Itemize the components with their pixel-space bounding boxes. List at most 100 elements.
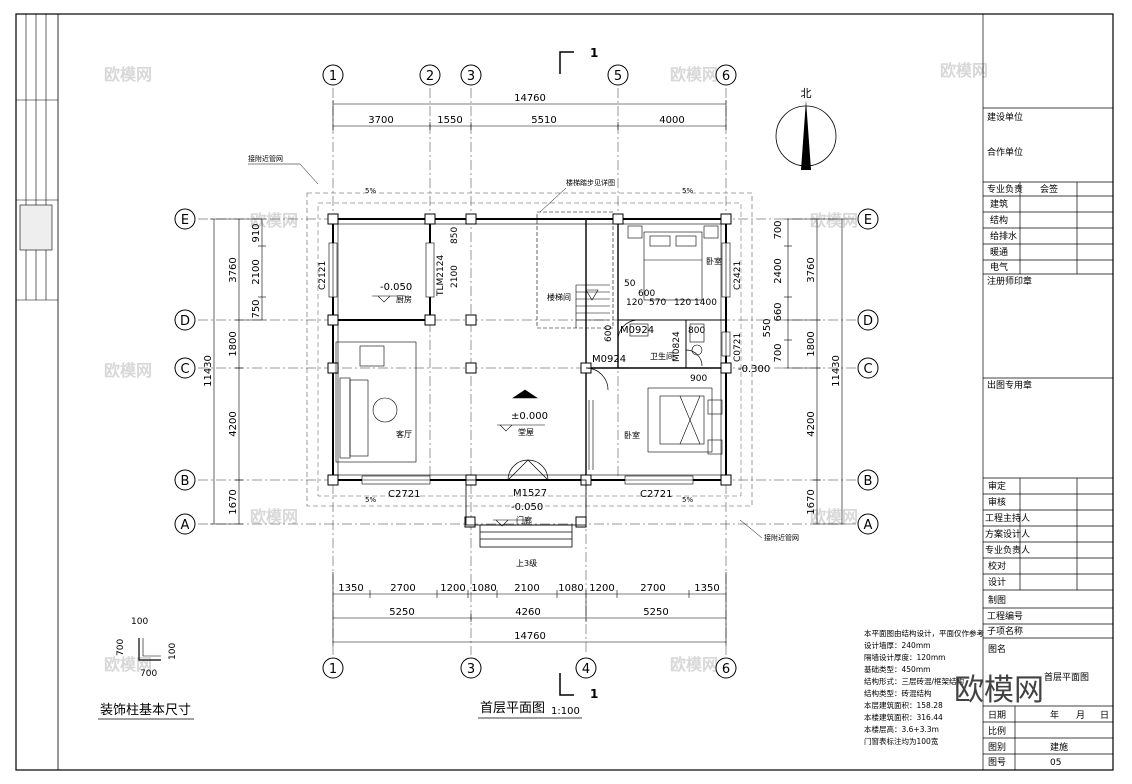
dim-left-seg: 1670 xyxy=(228,489,239,514)
tb-text: 审定 xyxy=(988,480,1006,492)
tb-text: 05 xyxy=(1050,758,1061,768)
svg-text:1: 1 xyxy=(329,662,337,677)
dim-right-seg: 3760 xyxy=(806,257,817,282)
drawing-scale: 1:100 xyxy=(551,706,580,717)
watermarks: 欧模网 欧模网 欧模网 欧模网 欧模网 欧模网 欧模网 欧模网 欧模网 欧模网 xyxy=(104,61,988,674)
tb-text: 结构 xyxy=(990,214,1008,226)
svg-text:欧模网: 欧模网 xyxy=(940,61,988,80)
door-label: M0824 xyxy=(672,331,682,362)
svg-text:3: 3 xyxy=(467,662,475,677)
main-door xyxy=(507,459,549,481)
tb-drawing-name: 首层平面图 xyxy=(1044,671,1089,683)
dim-label: 900 xyxy=(690,374,707,384)
tb-text: 图别 xyxy=(988,742,1006,753)
dims-top xyxy=(332,100,727,130)
dim-bottom-seg: 2100 xyxy=(514,583,539,594)
tb-text: 子项名称 xyxy=(987,625,1023,637)
dim-bottom-seg: 2700 xyxy=(390,583,415,594)
dim-top-seg: 4000 xyxy=(659,115,684,126)
stairs xyxy=(536,211,614,470)
binding-strip xyxy=(16,14,58,301)
tb-text: 校对 xyxy=(988,560,1006,572)
window-label: TLM2124 xyxy=(436,255,446,297)
svg-text:设计墙厚：240mm: 设计墙厚：240mm xyxy=(864,640,930,650)
tb-text: 制图 xyxy=(988,594,1006,606)
dim-bottom-seg: 1200 xyxy=(440,583,465,594)
detail-dim: 100 xyxy=(168,643,178,660)
axis-bubbles-left: E D C B A xyxy=(174,208,196,535)
slope-label: 5% xyxy=(682,187,693,195)
tb-text: 月 xyxy=(1076,710,1085,721)
svg-text:欧模网: 欧模网 xyxy=(810,211,858,230)
tb-text: 会签 xyxy=(1040,183,1058,195)
axis-bubbles-top: 1 2 3 5 6 xyxy=(322,64,737,86)
svg-text:C: C xyxy=(863,362,872,377)
stair-note: 楼梯踏步见详图 xyxy=(566,178,615,187)
tb-text: 图号 xyxy=(988,757,1006,768)
svg-text:本楼建筑面积：316.44: 本楼建筑面积：316.44 xyxy=(864,712,943,722)
tb-text: 专业负责 xyxy=(987,183,1023,195)
section-mark-top: 1 xyxy=(590,46,598,60)
svg-text:2: 2 xyxy=(426,69,434,84)
dim-bottom-seg2: 4260 xyxy=(515,607,540,618)
room-living: 客厅 xyxy=(396,429,412,439)
dim-right-inner: 700 xyxy=(773,343,784,362)
dim-label: 2100 xyxy=(450,265,460,288)
dim-bottom-total: 14760 xyxy=(514,631,546,642)
dim-bottom-seg2: 5250 xyxy=(643,607,668,618)
dim-label: 850 xyxy=(450,227,460,244)
walls xyxy=(332,218,727,481)
tb-text: 注册师印章 xyxy=(987,275,1032,287)
north-label: 北 xyxy=(801,87,812,100)
dim-right-seg: 4200 xyxy=(806,411,817,436)
svg-text:欧模网: 欧模网 xyxy=(810,507,858,526)
dim-right-inner: 660 xyxy=(773,302,784,321)
design-notes: 本平面图由结构设计，平面仅作参考 设计墙厚：240mm 隔墙设计厚度：120mm… xyxy=(864,628,984,746)
dims-bottom xyxy=(332,572,727,646)
axis-bubbles-bottom: 1 3 4 6 xyxy=(322,657,737,679)
window-label: C2721 xyxy=(388,489,420,500)
window-label: C2121 xyxy=(318,261,328,290)
column-detail xyxy=(138,638,161,661)
elevation-markers xyxy=(372,295,545,527)
dim-top-seg: 1550 xyxy=(437,115,462,126)
tb-text: 日期 xyxy=(988,710,1006,721)
tb-text: 比例 xyxy=(988,725,1006,737)
window-label: C2421 xyxy=(733,261,743,290)
room-kitchen: 厨房 xyxy=(396,294,412,304)
sheet-border xyxy=(15,13,1114,771)
dim-right-inner: 700 xyxy=(773,220,784,239)
apron-inner xyxy=(317,202,742,497)
slope-label: 5% xyxy=(365,187,376,195)
room-bedroom2: 卧室 xyxy=(624,430,640,440)
svg-text:3: 3 xyxy=(467,69,475,84)
north-arrow xyxy=(775,100,837,170)
room-bath: 卫生间 xyxy=(650,351,674,361)
svg-text:欧模网: 欧模网 xyxy=(670,65,718,84)
svg-text:A: A xyxy=(864,518,873,533)
svg-text:本平面图由结构设计，平面仅作参考: 本平面图由结构设计，平面仅作参考 xyxy=(864,628,984,638)
detail-dim: 100 xyxy=(131,617,148,627)
downpipe-note: 接附近管网 xyxy=(248,154,283,163)
door-main-label: M1527 xyxy=(513,488,547,499)
dim-label: 600 xyxy=(604,325,614,342)
axis-bubbles-right: E D C B A xyxy=(857,208,879,535)
dim-right-inner: 2400 xyxy=(773,258,784,283)
svg-text:D: D xyxy=(863,314,873,329)
tb-text: 专业负责人 xyxy=(985,544,1030,556)
dims-right xyxy=(784,218,846,525)
drawing-title: 首层平面图 xyxy=(480,701,545,716)
dim-bottom-seg: 1350 xyxy=(694,583,719,594)
svg-text:6: 6 xyxy=(722,662,730,677)
svg-text:结构形式：三层砖混/框架结构: 结构形式：三层砖混/框架结构 xyxy=(864,676,965,686)
slope-label: 5% xyxy=(682,496,693,504)
svg-text:欧模网: 欧模网 xyxy=(104,65,152,84)
tb-text: 建施 xyxy=(1050,741,1068,753)
dim-label: 120 1400 xyxy=(674,298,717,308)
tb-text: 工程编号 xyxy=(987,610,1023,622)
door-label: M0924 xyxy=(592,354,626,365)
room-hall: 堂屋 xyxy=(518,427,534,437)
dim-label: 570 xyxy=(649,298,666,308)
dim-right-seg: 1800 xyxy=(806,331,817,356)
brand-watermark: 欧模网 xyxy=(954,673,1044,708)
